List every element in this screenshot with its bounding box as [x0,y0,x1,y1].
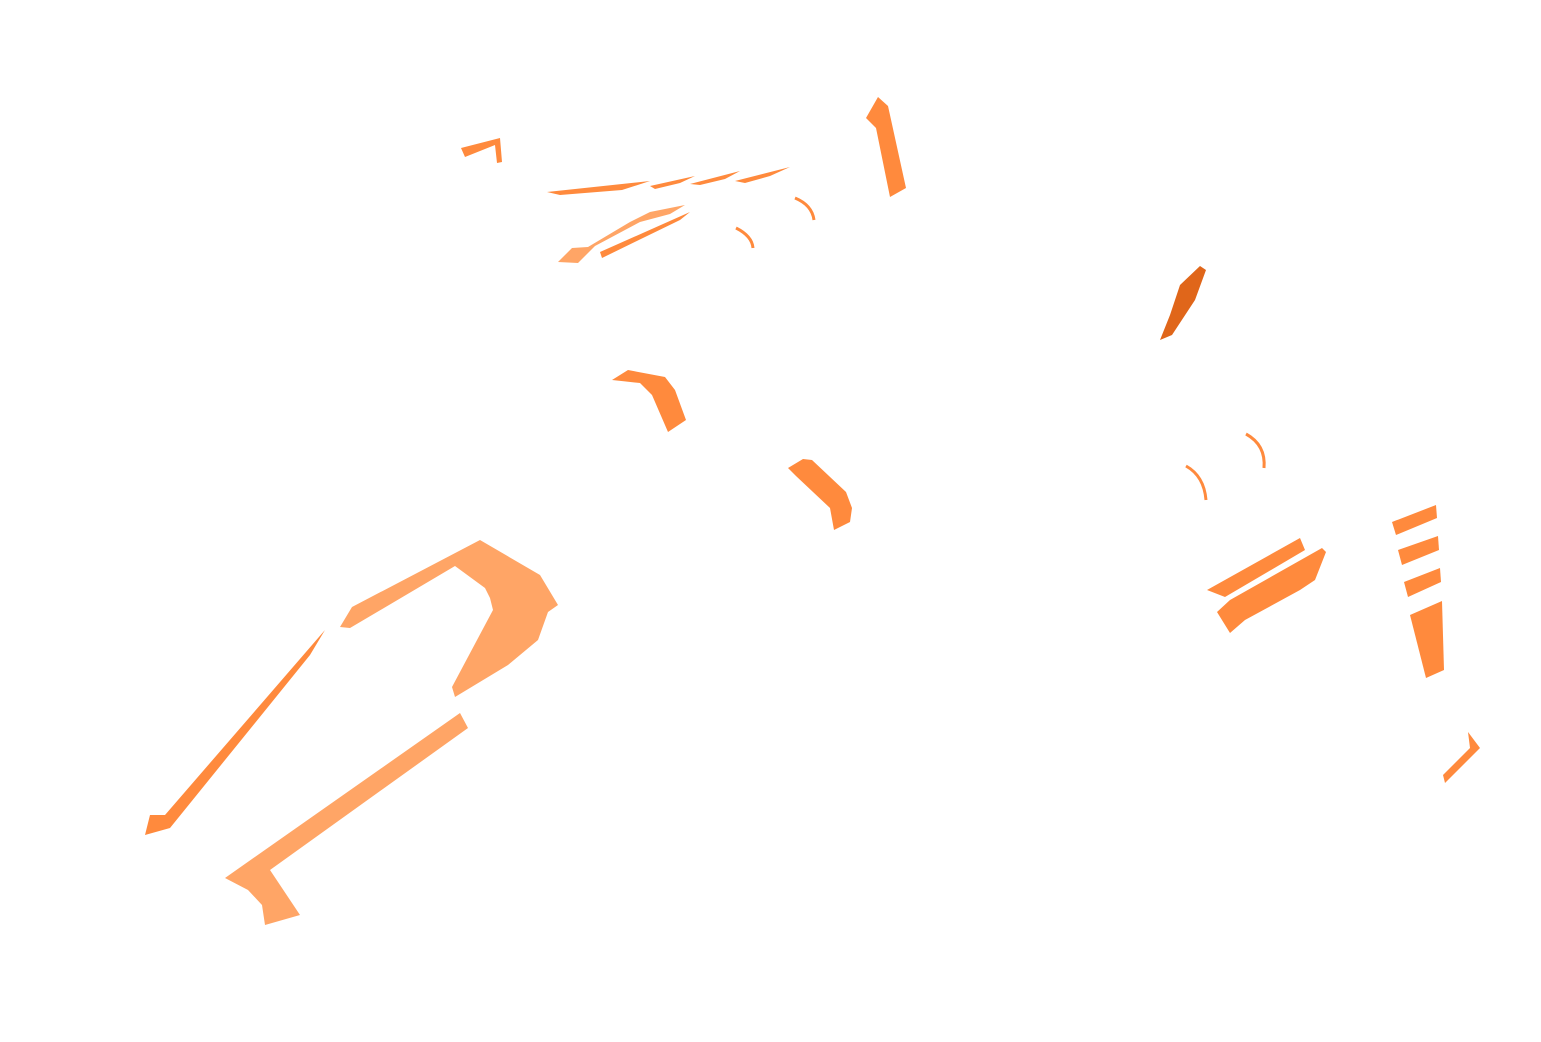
fragment-arc [794,196,816,221]
fragment [600,212,690,258]
fragment [1398,536,1439,565]
fragment [866,97,906,197]
fragment [690,171,740,185]
fragment [735,167,790,183]
top-left-fragments [461,97,906,263]
fragment [1392,505,1437,535]
fragment-arc [1185,464,1208,501]
frame-part [145,630,325,835]
fragment [1160,266,1206,340]
fragment [558,205,685,263]
fragment [612,370,686,432]
fragment [461,138,502,163]
fragment [1404,568,1441,597]
fragment [1207,538,1305,597]
fragment [1410,601,1444,678]
fragment [788,459,852,530]
frame-part [225,713,468,925]
fragment [650,176,695,189]
fragment-arc [735,226,755,249]
bottom-left-frame [145,540,558,925]
frame-part [340,540,558,697]
fragment-arc [1245,432,1266,469]
fragment [1443,732,1480,783]
right-fragments [1207,505,1480,783]
middle-fragments [612,266,1266,530]
fragment [547,181,650,195]
fragment [1217,548,1326,633]
